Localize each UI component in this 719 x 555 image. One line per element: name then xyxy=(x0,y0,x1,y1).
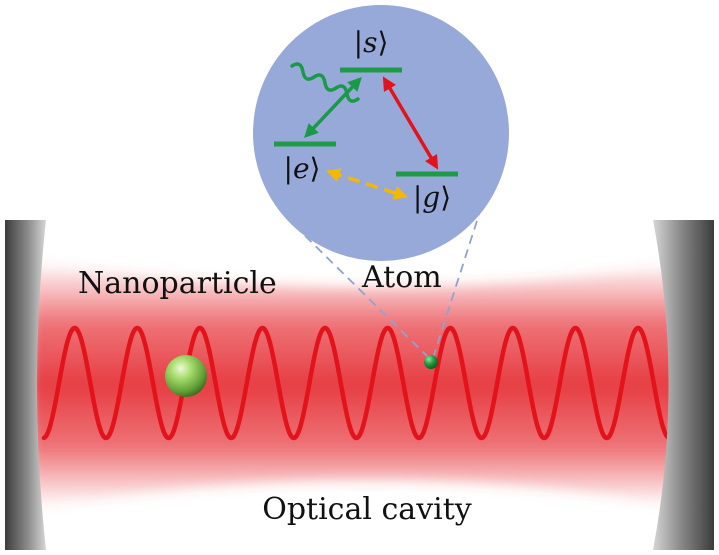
left-mirror xyxy=(5,220,46,550)
arrow-e-g xyxy=(326,168,408,200)
right-mirror xyxy=(653,220,714,550)
cavity-mode-beam xyxy=(30,262,690,508)
zoom-line-left xyxy=(286,217,430,359)
standing-wave xyxy=(41,325,673,441)
level-s-label: |s⟩ xyxy=(354,26,389,59)
zoom-line-right xyxy=(432,123,509,359)
nanoparticle-label: Nanoparticle xyxy=(78,266,277,301)
arrow-s-e xyxy=(304,76,362,139)
level-g-label: |g⟩ xyxy=(413,181,451,214)
atom-zoom-bubble xyxy=(253,5,509,261)
level-e-label: |e⟩ xyxy=(284,152,321,185)
nanoparticle-sphere xyxy=(165,355,207,397)
atom-dot xyxy=(424,355,438,369)
arrow-s-g xyxy=(382,76,439,170)
optical-cavity-label: Optical cavity xyxy=(262,492,472,527)
atom-label: Atom xyxy=(361,260,442,295)
